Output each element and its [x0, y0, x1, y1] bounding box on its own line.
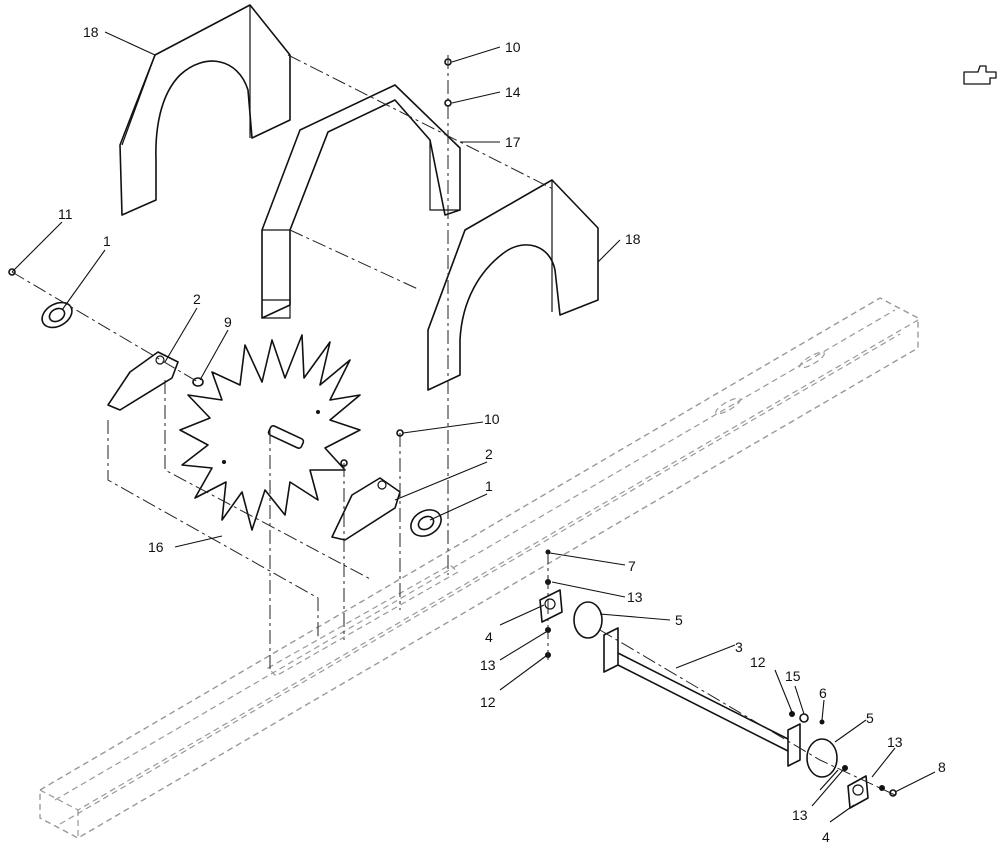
callout: 1 [485, 478, 493, 494]
callout: 14 [505, 84, 521, 100]
axle-part-3 [603, 627, 801, 767]
flange-parts-5 [573, 601, 838, 778]
shield-right-part-18 [427, 179, 599, 391]
callout: 12 [480, 694, 496, 710]
callout: 2 [485, 446, 493, 462]
callout: 13 [887, 734, 903, 750]
callout: 10 [484, 411, 500, 427]
callout: 15 [785, 668, 801, 684]
callout: 17 [505, 134, 521, 150]
callout: 18 [83, 24, 99, 40]
callout: 18 [625, 231, 641, 247]
callout: 4 [485, 629, 493, 645]
callout: 7 [628, 558, 636, 574]
callout-labels: 18 10 14 17 18 11 1 2 9 10 2 1 16 7 13 5… [58, 24, 946, 845]
callout: 6 [819, 685, 827, 701]
callout: 8 [938, 759, 946, 775]
callout: 2 [193, 291, 201, 307]
callout: 13 [480, 657, 496, 673]
callout: 11 [58, 206, 73, 222]
callout: 3 [735, 639, 743, 655]
assembly-centerlines [11, 54, 896, 796]
bracket-upper-part-2 [107, 351, 179, 411]
bearing-plate-parts-4 [539, 589, 869, 809]
shield-left-part-18 [119, 4, 291, 216]
callout: 10 [505, 39, 521, 55]
bearing-lower-part-1 [410, 509, 442, 537]
frame-beam-phantom [39, 297, 919, 839]
callout: 5 [675, 612, 683, 628]
callout: 1 [103, 233, 111, 249]
callout: 12 [750, 654, 766, 670]
callout: 5 [866, 710, 874, 726]
small-hardware [545, 549, 897, 797]
bearing-upper-part-1 [41, 301, 73, 329]
shield-center-part-17 [261, 84, 461, 319]
hand-pointing-right-icon[interactable] [963, 65, 997, 85]
callout: 13 [792, 807, 808, 823]
callout: 4 [822, 829, 830, 845]
callout: 16 [148, 539, 164, 555]
bracket-lower-part-2 [331, 477, 401, 541]
shaft-end-part-9 [192, 377, 204, 387]
callout: 9 [224, 314, 232, 330]
leader-lines [11, 31, 936, 823]
callout: 13 [627, 589, 643, 605]
